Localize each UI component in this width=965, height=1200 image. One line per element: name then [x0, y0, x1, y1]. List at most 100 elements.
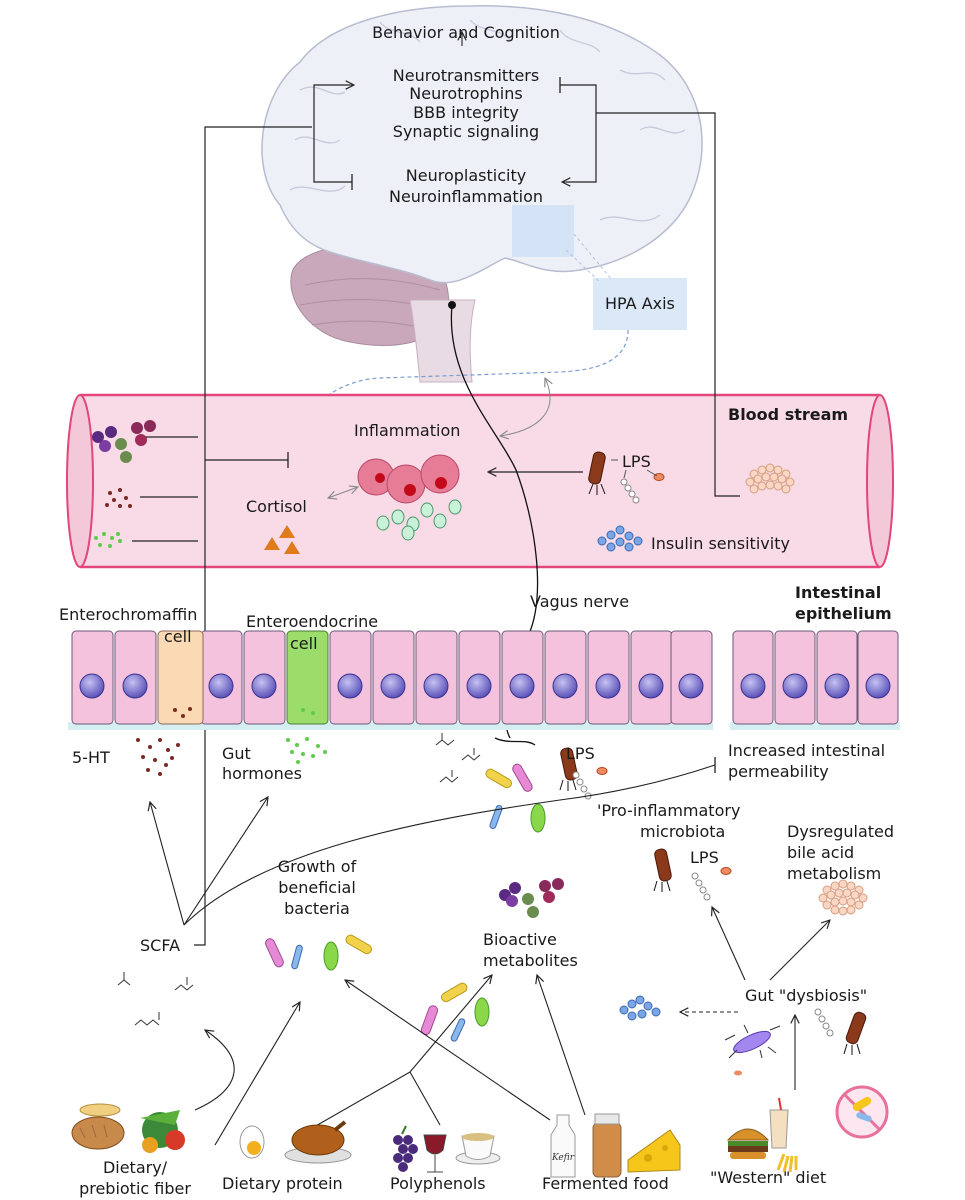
- prebiotic-fiber-label: prebiotic fiber: [79, 1179, 191, 1198]
- left-brain-bracket: [313, 84, 352, 183]
- serotonin-label: 5-HT: [72, 748, 110, 767]
- cell-nucleus: [251, 673, 277, 699]
- brainstem: [409, 299, 476, 383]
- hpa-axis-box: [593, 278, 687, 330]
- intestinal-label: Intestinal: [795, 583, 882, 602]
- cell-nucleus: [509, 673, 535, 699]
- neuroplasticity-label: Neuroplasticity: [405, 166, 527, 185]
- bile-acid-cluster: [745, 463, 795, 494]
- fermented-food-label: Fermented food: [542, 1174, 669, 1193]
- hormone-secretion-dots: [286, 708, 327, 764]
- inflammatory-cells: [357, 454, 462, 541]
- cerebrum: [261, 5, 703, 284]
- hypothalamus-highlight: [512, 205, 574, 257]
- luminal-microbes: [485, 747, 608, 833]
- cell-nucleus: [740, 673, 766, 699]
- bacteria-label: bacteria: [284, 899, 350, 918]
- insulin-dots: [597, 525, 643, 552]
- brain: [261, 5, 703, 383]
- scfa-label: SCFA: [140, 936, 181, 955]
- dietary-fiber-label: Dietary/: [102, 1158, 168, 1177]
- basement-layer: [730, 722, 900, 730]
- bbb-integrity-label: BBB integrity: [413, 103, 519, 122]
- cell-nucleus: [423, 673, 449, 699]
- vagus-brain-blood-arrow: [500, 378, 550, 436]
- neurotrophins-label: Neurotrophins: [409, 84, 523, 103]
- dysregulated-label: Dysregulated: [787, 822, 895, 841]
- synaptic-signaling-label: Synaptic signaling: [392, 122, 540, 141]
- cell-nucleus: [122, 673, 148, 699]
- permeability-label: permeability: [728, 762, 829, 781]
- cell-nucleus: [865, 673, 891, 699]
- intestinal-epithelium: [68, 630, 900, 730]
- dysbiosis-microbes: [619, 995, 867, 1076]
- scfa-inhibit-permeability: [183, 764, 716, 926]
- ec-secretion-dots: [136, 707, 192, 776]
- cell-nucleus: [337, 673, 363, 699]
- growth-of-label: Growth of: [277, 857, 357, 876]
- enterochromaffin-label: Enterochromaffin: [59, 605, 198, 624]
- enteroendocrine-label: Enteroendocrine: [246, 612, 379, 631]
- neuroinflammation-label: Neuroinflammation: [388, 187, 544, 206]
- fermented-food-icon: Kefir: [550, 1113, 681, 1178]
- enteroendocrine-cell-label: cell: [290, 634, 318, 653]
- protein-food-icon: [239, 1120, 352, 1164]
- beneficial-bacteria: [265, 934, 490, 1042]
- inflammation-label: Inflammation: [354, 421, 461, 440]
- lps-bacterium-blood: [588, 451, 665, 504]
- western-diet-icon: [726, 1085, 889, 1173]
- hpa-cortisol-line: [287, 329, 629, 461]
- basement-layer: [68, 722, 713, 730]
- metabolites-label: metabolites: [483, 951, 578, 970]
- hormones-label: hormones: [222, 764, 302, 783]
- cell-nucleus: [552, 673, 578, 699]
- special-cells: [157, 630, 329, 725]
- cortisol-label: Cortisol: [246, 497, 307, 516]
- bioactive-metabolites-cluster: [499, 878, 564, 918]
- behavior-cognition-label: Behavior and Cognition: [372, 23, 560, 42]
- gut-dysbiosis-label: Gut "dysbiosis": [745, 986, 868, 1005]
- cell-nucleus: [638, 673, 664, 699]
- cortisol-triangles: [264, 525, 300, 554]
- blood-stream-title: Blood stream: [728, 405, 849, 424]
- increased-permeability-label: Increased intestinal: [728, 741, 886, 760]
- cell-nucleus: [824, 673, 850, 699]
- lps-to-brain-line: [596, 112, 740, 497]
- polyphenols-label: Polyphenols: [390, 1174, 486, 1193]
- cell-nucleus: [208, 673, 234, 699]
- cell-nucleus: [678, 673, 704, 699]
- metabolites-cluster: [92, 420, 156, 463]
- insulin-sensitivity-label: Insulin sensitivity: [651, 534, 790, 553]
- right-brain-bracket: [560, 84, 597, 183]
- cell-nucleus: [466, 673, 492, 699]
- epithelium-label: epithelium: [795, 604, 892, 623]
- polyphenols-food-icon: [393, 1125, 501, 1173]
- hormone-dots-blood: [94, 532, 122, 548]
- metabolism-label: metabolism: [787, 864, 882, 883]
- scfa-molecules: [117, 972, 194, 1026]
- blood-vessel: [66, 393, 894, 569]
- pro-inflammatory-lps-bacterium: [653, 848, 732, 901]
- gut-label: Gut: [222, 744, 251, 763]
- hpa-axis-label: HPA Axis: [605, 294, 675, 313]
- cell-nucleus: [595, 673, 621, 699]
- kefir-label: Kefir: [551, 1153, 575, 1163]
- cell-nucleus: [79, 673, 105, 699]
- scfa-to-brain-line: [194, 126, 312, 946]
- cell-nucleus: [380, 673, 406, 699]
- dietary-protein-label: Dietary protein: [222, 1174, 343, 1193]
- bioactive-label: Bioactive: [483, 930, 557, 949]
- lps-lumen-label: LPS: [566, 744, 595, 763]
- enterochromaffin-cell-label: cell: [164, 627, 192, 646]
- microbiota-label: microbiota: [640, 822, 726, 841]
- bile-acid-label: bile acid: [787, 843, 855, 862]
- fiber-food-icon: [71, 1103, 185, 1153]
- neurotransmitters-label: Neurotransmitters: [392, 66, 540, 85]
- bile-acid-cluster-gut: [818, 879, 868, 916]
- pro-inflammatory-label: 'Pro-inflammatory: [597, 801, 741, 820]
- inhibit-inflammation-line: [205, 452, 289, 468]
- vagus-nerve-label: Vagus nerve: [530, 592, 630, 611]
- scfa-molecules-lumen: [435, 733, 481, 783]
- lps-middle-label: LPS: [690, 848, 719, 867]
